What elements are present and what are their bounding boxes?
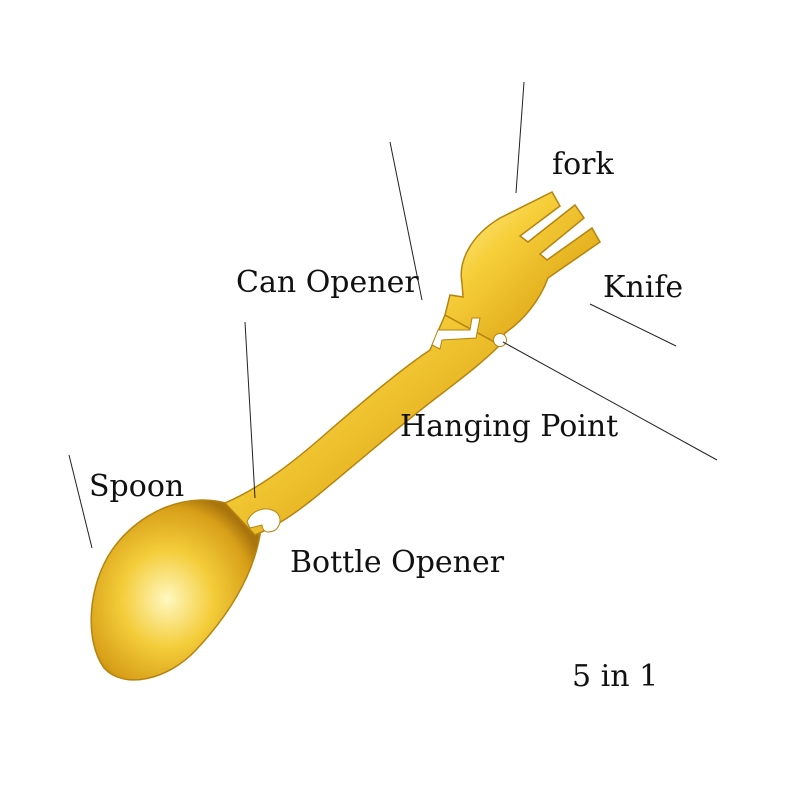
leader-line-can-opener <box>389 141 423 301</box>
fork-head <box>444 191 601 347</box>
bottle-opener-cutout <box>246 508 281 533</box>
leader-line-knife <box>589 303 677 347</box>
leader-line-spoon <box>68 454 93 549</box>
can-opener-notch <box>431 317 481 350</box>
label-spoon: Spoon <box>89 469 185 504</box>
label-hanging-point: Hanging Point <box>400 409 619 444</box>
label-can-opener: Can Opener <box>236 265 419 300</box>
hanging-point-hole <box>493 333 507 347</box>
label-bottle-opener: Bottle Opener <box>290 545 505 580</box>
caption-5-in-1: 5 in 1 <box>572 659 659 694</box>
leader-line-hanging-point <box>502 341 718 461</box>
leader-line-bottle-opener <box>244 321 256 499</box>
spoon-bowl <box>90 499 261 681</box>
label-fork: fork <box>552 147 614 182</box>
label-knife: Knife <box>603 270 684 305</box>
leader-line-fork <box>515 81 525 194</box>
leader-lines <box>68 81 718 549</box>
spork-handle <box>223 313 502 536</box>
